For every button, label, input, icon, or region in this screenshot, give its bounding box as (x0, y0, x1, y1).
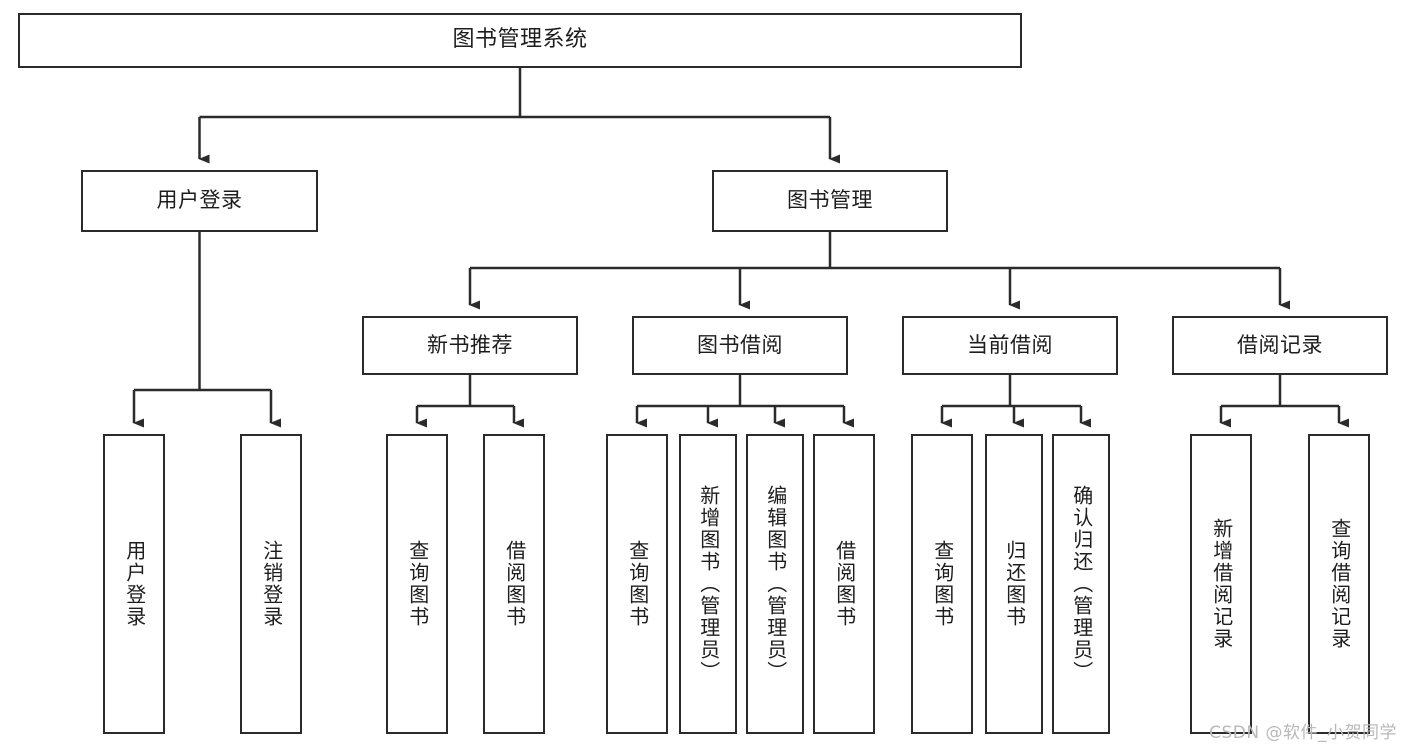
node-book-manage[interactable]: 图书管理 (712, 170, 948, 232)
node-leaf-return-book-label: 归还图书 (1002, 540, 1027, 628)
node-root-label: 图书管理系统 (452, 27, 588, 53)
node-new-book-recommend[interactable]: 新书推荐 (362, 316, 578, 375)
node-leaf-query-book-2[interactable]: 查询图书 (606, 434, 668, 734)
node-borrow-record-label: 借阅记录 (1237, 332, 1323, 357)
node-leaf-user-login[interactable]: 用户登录 (103, 434, 165, 734)
node-current-borrow[interactable]: 当前借阅 (902, 316, 1118, 375)
node-leaf-add-record-label: 新增借阅记录 (1209, 518, 1234, 650)
node-leaf-borrow-book-2-label: 借阅图书 (832, 540, 857, 628)
node-leaf-query-book-1-label: 查询图书 (405, 540, 430, 628)
node-leaf-query-book-3[interactable]: 查询图书 (911, 434, 973, 734)
watermark-text: CSDN @软件_小贺同学 (1209, 723, 1397, 743)
node-leaf-borrow-book-1-label: 借阅图书 (502, 540, 527, 628)
node-leaf-query-record[interactable]: 查询借阅记录 (1308, 434, 1370, 734)
node-leaf-add-record[interactable]: 新增借阅记录 (1190, 434, 1252, 734)
node-borrow-record[interactable]: 借阅记录 (1172, 316, 1388, 375)
node-leaf-confirm-return[interactable]: 确认归还（管理员） (1052, 434, 1110, 734)
node-leaf-borrow-book-2[interactable]: 借阅图书 (813, 434, 875, 734)
node-new-book-recommend-label: 新书推荐 (427, 332, 513, 357)
node-leaf-edit-book[interactable]: 编辑图书（管理员） (746, 434, 804, 734)
node-current-borrow-label: 当前借阅 (967, 332, 1053, 357)
node-leaf-user-logout-label: 注销登录 (259, 540, 284, 628)
node-root[interactable]: 图书管理系统 (18, 13, 1022, 68)
node-leaf-query-record-label: 查询借阅记录 (1327, 518, 1352, 650)
node-book-borrow[interactable]: 图书借阅 (632, 316, 848, 375)
node-leaf-user-logout[interactable]: 注销登录 (240, 434, 302, 734)
node-book-manage-label: 图书管理 (787, 188, 873, 213)
node-user-login[interactable]: 用户登录 (81, 170, 318, 232)
node-leaf-edit-book-label: 编辑图书（管理员） (763, 485, 788, 683)
node-leaf-return-book[interactable]: 归还图书 (985, 434, 1043, 734)
node-leaf-query-book-2-label: 查询图书 (625, 540, 650, 628)
node-leaf-add-book-label: 新增图书（管理员） (696, 485, 721, 683)
node-leaf-add-book[interactable]: 新增图书（管理员） (679, 434, 737, 734)
node-leaf-user-login-label: 用户登录 (122, 540, 147, 628)
node-leaf-query-book-1[interactable]: 查询图书 (386, 434, 448, 734)
node-book-borrow-label: 图书借阅 (697, 332, 783, 357)
node-user-login-label: 用户登录 (156, 188, 243, 213)
node-leaf-borrow-book-1[interactable]: 借阅图书 (483, 434, 545, 734)
node-leaf-confirm-return-label: 确认归还（管理员） (1069, 485, 1094, 683)
node-leaf-query-book-3-label: 查询图书 (930, 540, 955, 628)
